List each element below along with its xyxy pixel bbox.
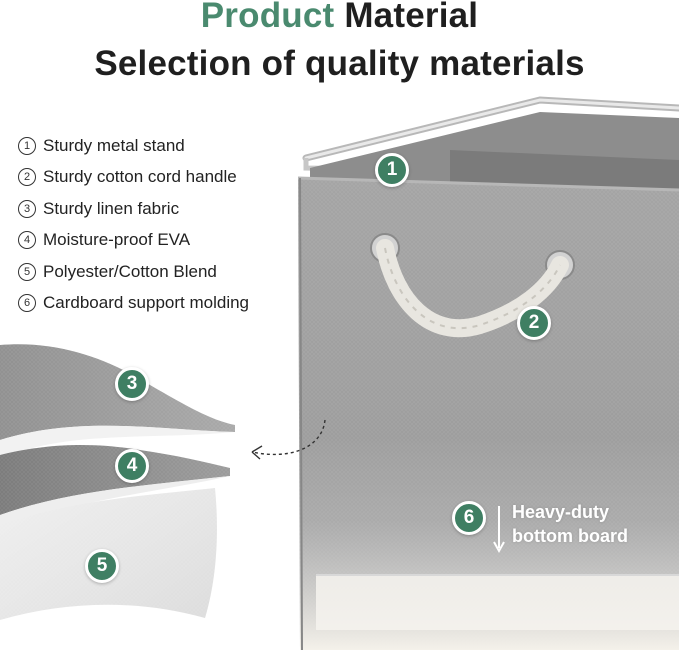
feature-item: 6 Cardboard support molding	[18, 288, 249, 320]
page-title: Product Material	[0, 0, 679, 36]
badge-1: 1	[375, 153, 409, 187]
page-subtitle: Selection of quality materials	[94, 44, 585, 83]
feature-item: 3 Sturdy linen fabric	[18, 193, 249, 225]
title-rest: Material	[344, 0, 479, 35]
feature-item: 2 Sturdy cotton cord handle	[18, 162, 249, 194]
connector-arrow	[251, 419, 326, 460]
feature-number: 5	[18, 262, 36, 281]
feature-label: Polyester/Cotton Blend	[43, 261, 217, 281]
feature-label: Sturdy linen fabric	[43, 198, 180, 218]
eva-layer	[0, 445, 230, 530]
feature-label: Cardboard support molding	[43, 293, 250, 313]
board-label-line2: bottom board	[512, 526, 628, 546]
down-arrow-icon	[493, 506, 505, 554]
board-label-line1: Heavy-duty	[512, 502, 610, 522]
title-accent: Product	[200, 0, 335, 35]
feature-number: 6	[18, 294, 36, 313]
feature-item: 4 Moisture-proof EVA	[18, 225, 249, 257]
feature-label: Moisture-proof EVA	[43, 230, 191, 250]
badge-6: 6	[452, 501, 486, 535]
feature-label: Sturdy metal stand	[43, 135, 185, 155]
feature-item: 5 Polyester/Cotton Blend	[18, 256, 249, 288]
rope-handle	[370, 233, 575, 338]
feature-label: Sturdy cotton cord handle	[43, 167, 237, 187]
feature-number: 1	[18, 136, 36, 155]
feature-number: 3	[18, 199, 36, 218]
badge-2: 2	[517, 306, 551, 340]
bottom-board	[316, 575, 679, 630]
linen-fabric-layer	[0, 344, 235, 460]
feature-item: 1 Sturdy metal stand	[18, 130, 249, 162]
bottom-board-label: Heavy-duty bottom board	[512, 500, 628, 548]
badge-5: 5	[85, 549, 119, 583]
badge-4: 4	[115, 449, 149, 483]
feature-number: 2	[18, 168, 36, 187]
storage-box	[297, 176, 679, 650]
badge-3: 3	[115, 367, 149, 401]
feature-number: 4	[18, 231, 36, 250]
feature-list: 1 Sturdy metal stand 2 Sturdy cotton cor…	[18, 130, 249, 319]
